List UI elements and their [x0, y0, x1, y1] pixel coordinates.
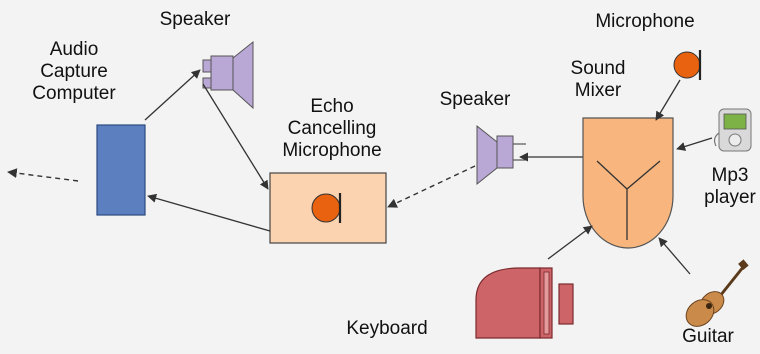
speaker-to-echo-arrow [202, 83, 269, 190]
guitar-to-mixer-arrow [658, 237, 691, 275]
computer-output-arrow [7, 168, 79, 182]
mp3-player-label: Mp3 player [690, 165, 760, 209]
guitar-icon [685, 259, 749, 327]
speaker-left-label: Speaker [159, 9, 231, 30]
microphone-label: Microphone [595, 11, 695, 32]
sound-mixer [582, 117, 674, 249]
audio-capture-line3: Computer [32, 83, 116, 104]
audio-capture-computer-label: Audio Capture Computer [14, 39, 134, 105]
mixer-y-symbol [596, 160, 661, 240]
mp3-line2: player [704, 187, 756, 208]
echo-to-computer-arrow [147, 193, 271, 232]
audio-capture-line1: Audio [49, 39, 99, 60]
mp3-line1: Mp3 [711, 165, 749, 186]
speaker-left-icon [202, 40, 254, 110]
speaker-right-label: Speaker [439, 89, 511, 110]
sound-mixer-line1: Sound [570, 58, 626, 79]
echo-cancelling-microphone-label: Echo Cancelling Microphone [272, 96, 392, 162]
keyboard-label: Keyboard [346, 318, 428, 339]
audio-capture-line2: Capture [40, 61, 108, 82]
mp3-to-mixer-arrow [676, 137, 713, 151]
sound-mixer-line2: Mixer [574, 80, 622, 101]
microphone-icon [673, 50, 702, 80]
echo-line2: Cancelling [287, 118, 377, 139]
guitar-label: Guitar [682, 326, 734, 347]
echo-line1: Echo [310, 96, 354, 117]
microphone-to-mixer-arrow [655, 79, 681, 121]
computer-to-speaker-arrow [144, 69, 201, 121]
keyboard-to-mixer-arrow [547, 225, 593, 260]
echo-microphone-icon [311, 193, 342, 223]
speaker-to-echo-dashed-arrow [387, 165, 476, 208]
mp3-player-icon [713, 108, 752, 152]
audio-capture-computer [96, 124, 146, 216]
echo-line3: Microphone [282, 140, 382, 161]
keyboard-icon [475, 267, 574, 339]
sound-mixer-label: Sound Mixer [548, 58, 648, 102]
speaker-right-icon [476, 124, 526, 186]
